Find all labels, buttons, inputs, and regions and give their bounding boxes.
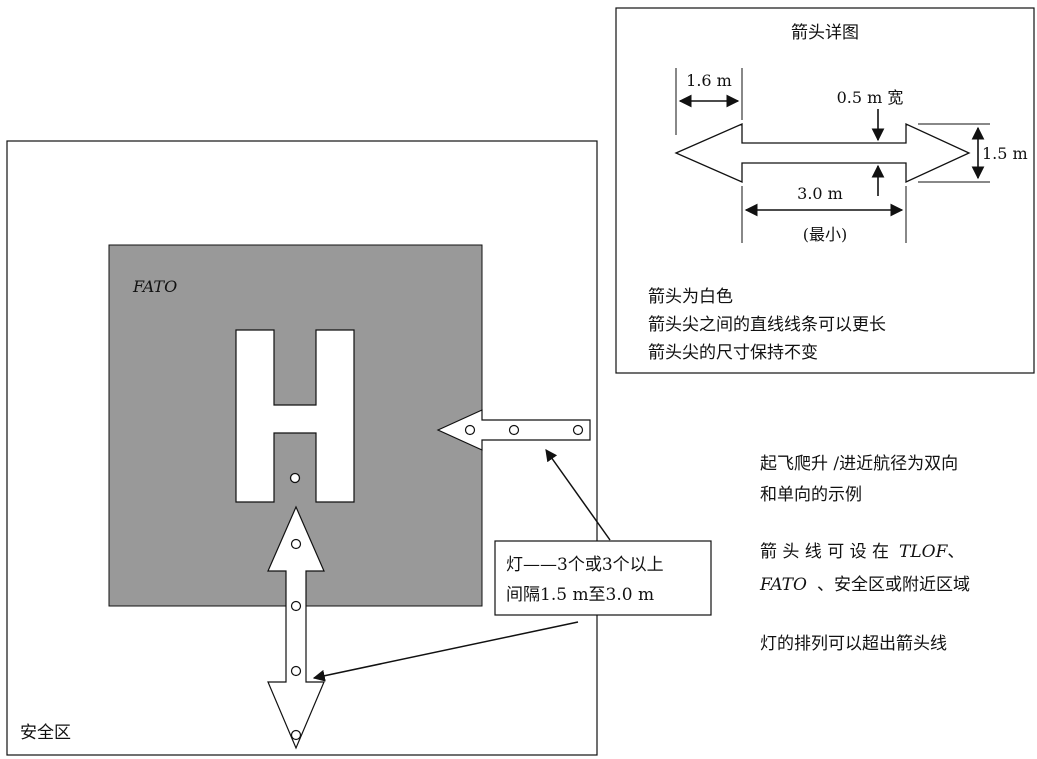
side-note-1-line-1: 起飞爬升 /进近航径为双向 xyxy=(760,454,958,474)
bidirectional-arrow xyxy=(267,505,325,750)
dim-tip-label: 1.6 m xyxy=(686,71,732,90)
h-marking xyxy=(235,329,355,503)
side-note-3: 灯的排列可以超出箭头线 xyxy=(760,634,947,654)
dim-len-note: (最小) xyxy=(803,225,848,244)
callout-leader-down xyxy=(312,621,579,682)
arrow-detail-panel: 箭头详图 1.6 m 0.5 m 宽 1.5 m 3.0 m (最小) 箭头为白… xyxy=(615,7,1035,374)
detail-double-arrow xyxy=(674,122,971,184)
arrow-light xyxy=(290,729,302,741)
safety-area-label: 安全区 xyxy=(20,723,71,743)
arrow-light xyxy=(572,424,584,436)
detail-note-1: 箭头为白色 xyxy=(648,287,733,307)
detail-note-2: 箭头尖之间的直线线条可以更长 xyxy=(648,315,886,335)
side-note-2-line-2: FATO、安全区或附近区域 xyxy=(759,575,970,595)
detail-title: 箭头详图 xyxy=(791,23,859,43)
callout-leader-up xyxy=(545,449,611,541)
dim-width-label: 0.5 m 宽 xyxy=(837,88,904,107)
arrow-light xyxy=(290,665,302,677)
fato-label: FATO xyxy=(132,277,177,296)
detail-note-3: 箭头尖的尺寸保持不变 xyxy=(648,343,818,363)
side-note-1-line-2: 和单向的示例 xyxy=(760,485,862,505)
dim-len-label: 3.0 m xyxy=(797,184,843,203)
callout-line-2: 间隔1.5 m至3.0 m xyxy=(506,585,654,605)
callout-line-1: 灯——3个或3个以上 xyxy=(506,555,664,575)
h-center-light xyxy=(289,472,301,484)
arrow-light xyxy=(508,424,520,436)
lights-callout: 灯——3个或3个以上 间隔1.5 m至3.0 m xyxy=(494,540,712,616)
arrow-light xyxy=(464,424,476,436)
arrow-light xyxy=(290,538,302,550)
dim-height-label: 1.5 m xyxy=(982,144,1028,163)
arrow-light xyxy=(290,600,302,612)
